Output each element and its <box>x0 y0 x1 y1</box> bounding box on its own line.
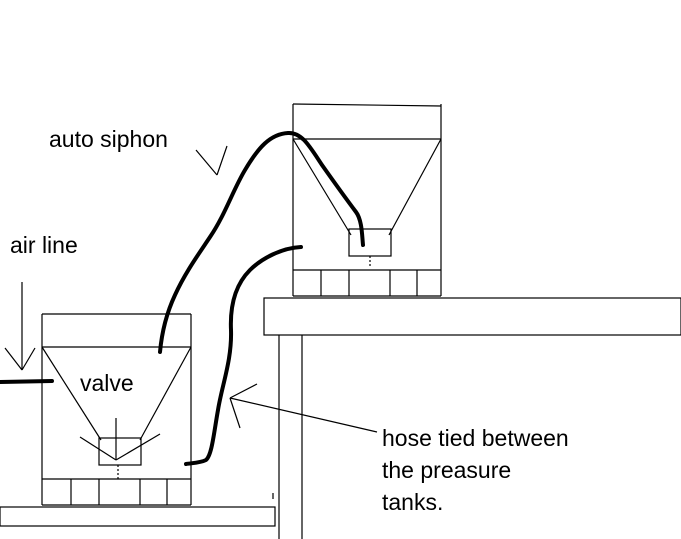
air-line-arrow <box>4 282 36 371</box>
pressure-tank-hose <box>184 245 303 466</box>
lower-tank-valve-box <box>98 437 142 466</box>
label-hose-line-3: tanks. <box>382 489 443 515</box>
upper-tank <box>292 103 442 297</box>
table-top <box>263 297 681 336</box>
label-hose-line-2: the preasure <box>382 457 511 483</box>
auto-siphon-arrow <box>195 145 228 176</box>
upper-tank-valve-box <box>348 228 392 257</box>
hose-callout-arrow <box>229 383 378 433</box>
label-valve: valve <box>80 370 134 396</box>
table <box>263 297 681 539</box>
lower-tank <box>41 313 192 506</box>
floor-shelf <box>0 506 276 527</box>
label-hose-line-1: hose tied between <box>382 425 569 451</box>
air-line-hose <box>0 379 54 384</box>
label-auto-siphon: auto siphon <box>49 126 168 152</box>
auto-siphon-hose <box>158 131 365 354</box>
label-air-line: air line <box>10 232 78 258</box>
